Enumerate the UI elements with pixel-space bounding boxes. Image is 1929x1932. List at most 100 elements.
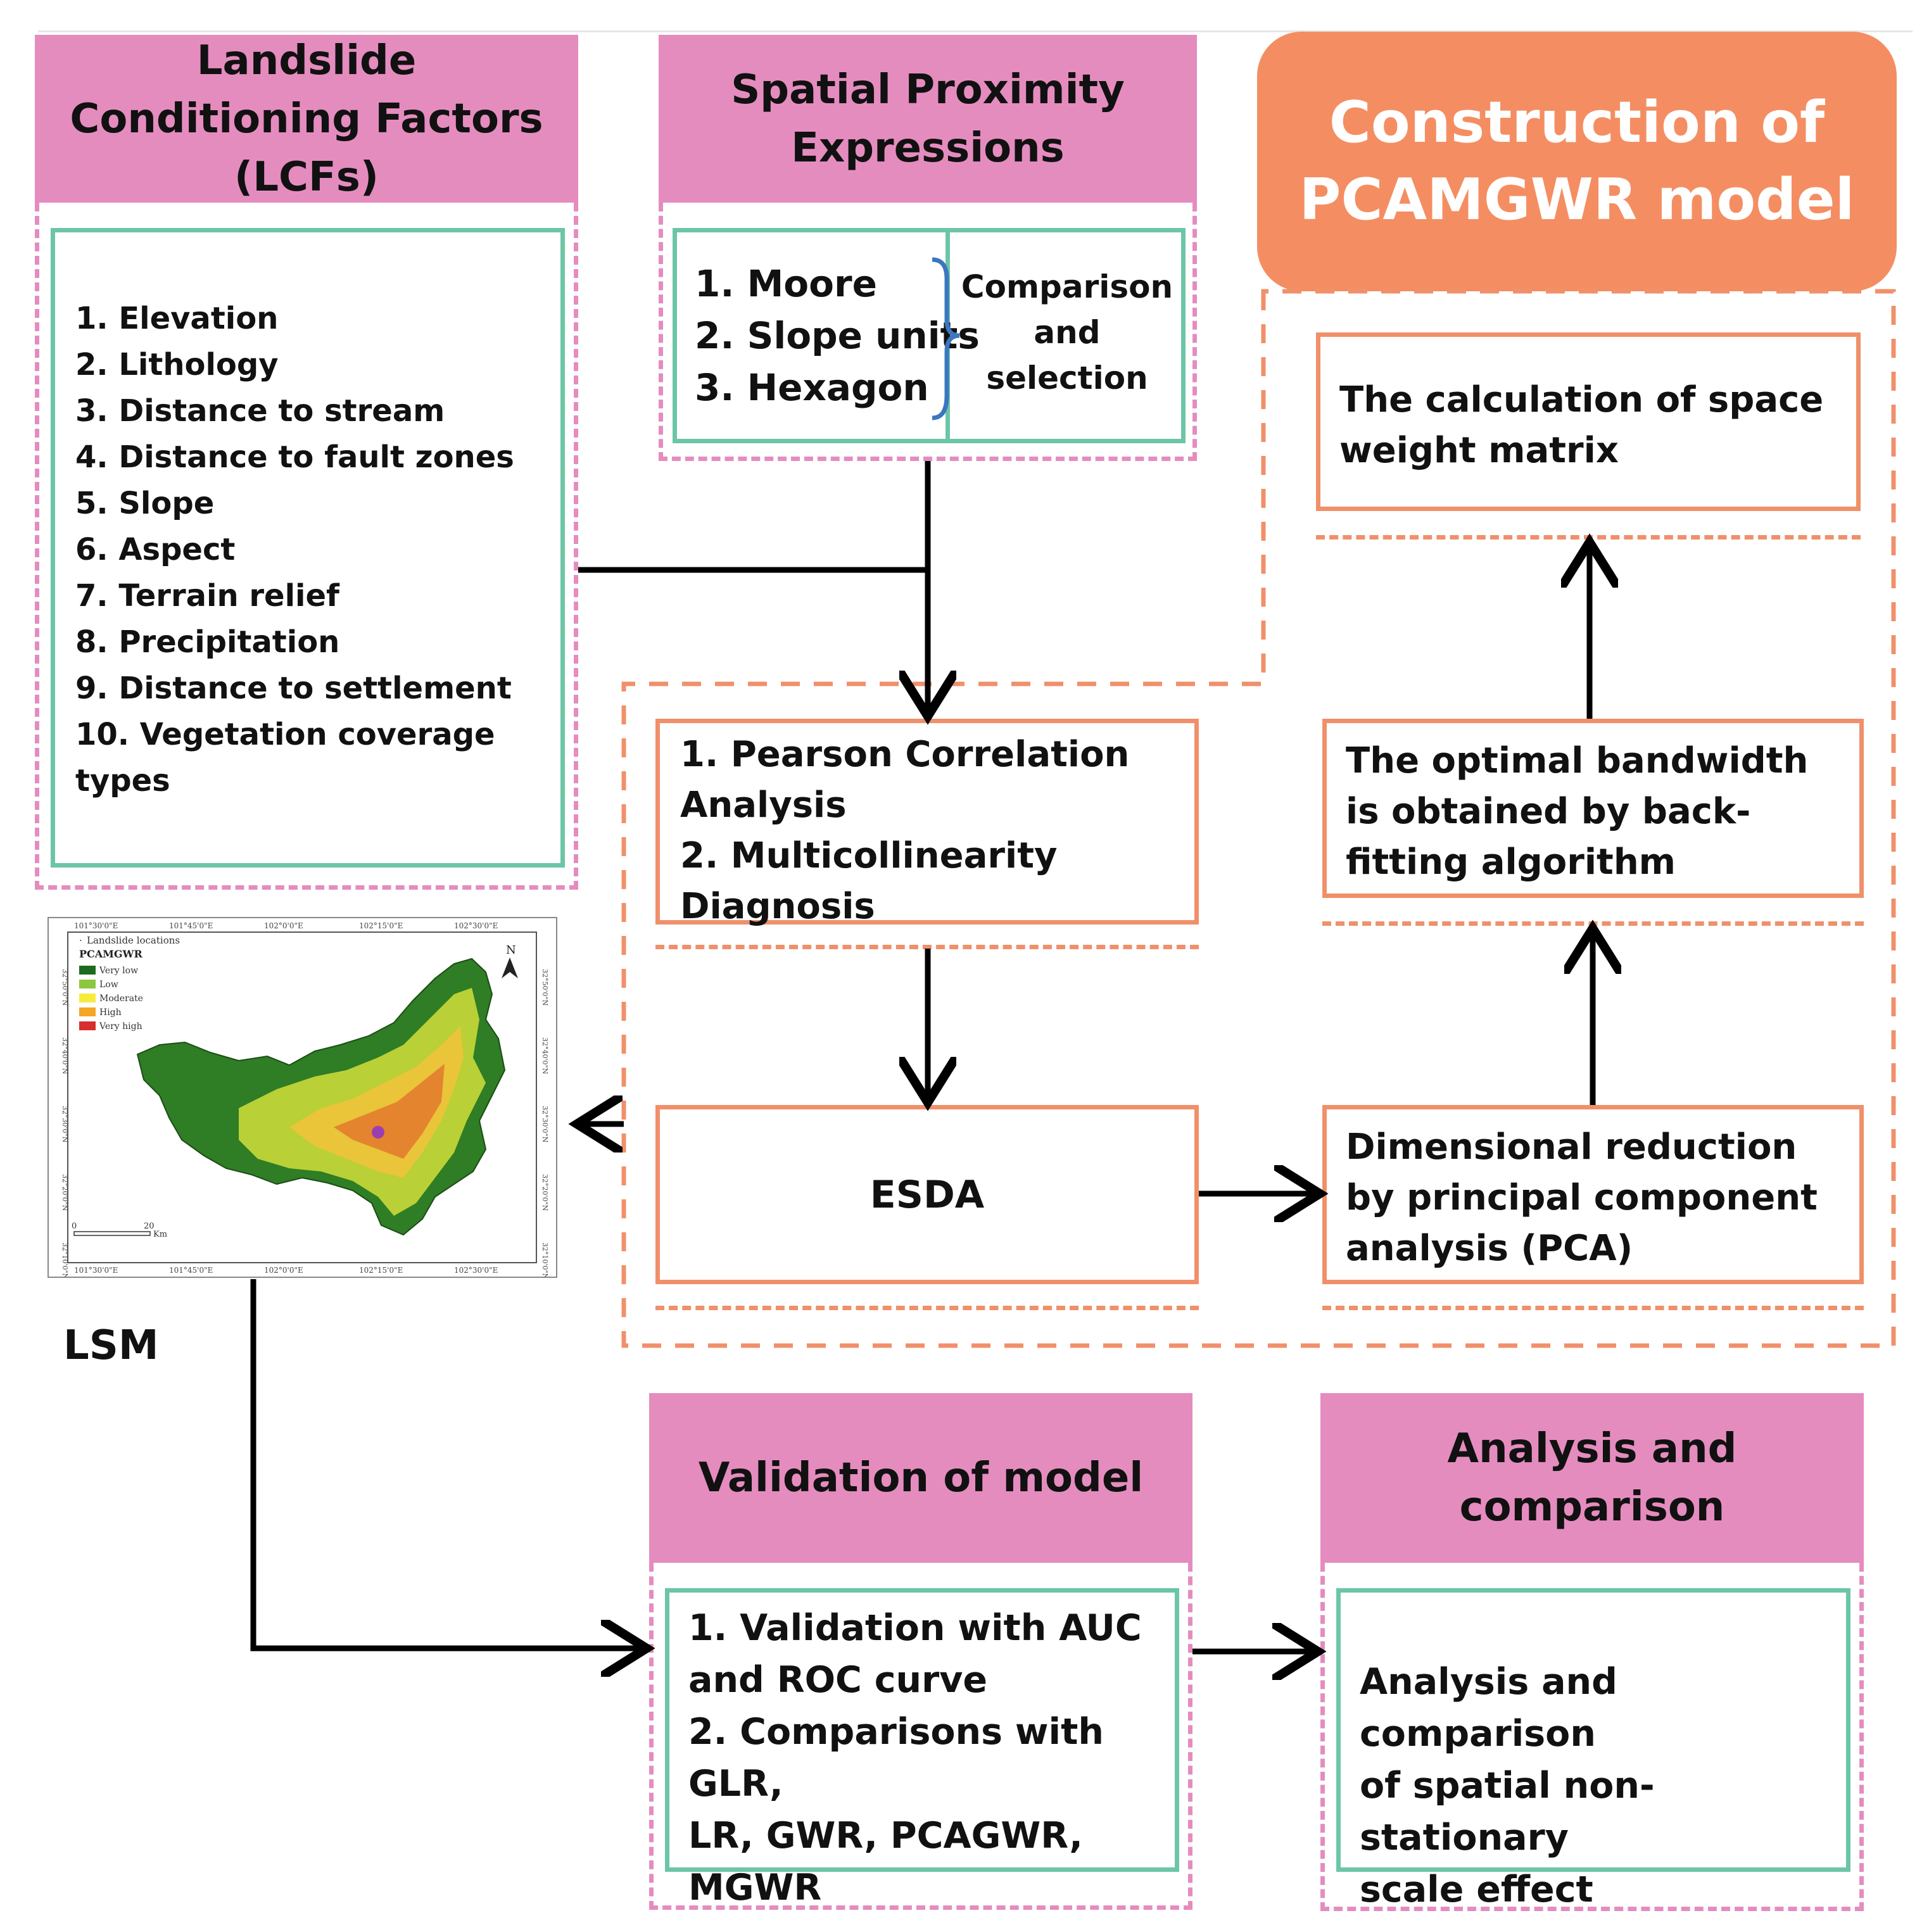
lcf-item: types [75, 763, 170, 799]
svg-text:·: · [79, 935, 82, 946]
bandwidth-box: The optimal bandwidth is obtained by bac… [1322, 719, 1864, 898]
lat-tick-label: 32°50'0"N [61, 969, 69, 1006]
legend-swatch [79, 994, 96, 1002]
lcf-item: 2. Lithology [75, 347, 279, 382]
lon-tick-label: 102°15'0"E [359, 921, 403, 930]
proximity-note-text: Comparison and selection [961, 268, 1173, 396]
lcf-dashed-frame [35, 203, 578, 890]
esda-text: ESDA [870, 1172, 985, 1217]
lat-tick-label: 32°20'0"N [541, 1174, 549, 1211]
lon-ticks-bottom: 101°30'0"E 101°45'0"E 102°0'0"E 102°15'0"E 1… [74, 1266, 498, 1275]
lat-tick-label: 32°10'0"N [541, 1242, 549, 1277]
lat-tick-label: 32°40'0"N [541, 1037, 549, 1075]
lat-ticks-right: 32°50'0"N 32°40'0"N 32°30'0"N 32°20'0"N 32°1… [541, 969, 549, 1280]
analysis-box: Analysis and comparison of spatial non-s… [1336, 1588, 1850, 1910]
lcf-list: 1. Elevation 2. Lithology 3. Distance to… [75, 296, 560, 804]
lon-tick-label: 102°0'0"E [264, 921, 303, 930]
lcf-item: 6. Aspect [75, 532, 236, 567]
map-to-validation-arrow [250, 1279, 641, 1648]
proximity-divider [946, 232, 950, 439]
construction-dashed-frame [621, 289, 1896, 1348]
lon-tick-label: 102°15'0"E [359, 1266, 403, 1275]
proximity-methods: 1. Moore 2. Slope units 3. Hexagon [695, 258, 980, 414]
lcf-header: Landslide Conditioning Factors (LCFs) [35, 35, 578, 203]
pearson-box: 1. Pearson Correlation Analysis 2. Multi… [655, 719, 1199, 927]
legend-swatch [79, 966, 96, 975]
lat-ticks-left: 32°50'0"N 32°40'0"N 32°30'0"N 32°20'0"N 32°1… [61, 969, 69, 1280]
space-weight-text: The calculation of space weight matrix [1339, 379, 1824, 471]
lcf-title: Landslide Conditioning Factors (LCFs) [70, 37, 543, 201]
proximity-note: Comparison and selection [953, 264, 1181, 401]
lon-tick-label: 102°30'0"E [454, 1266, 498, 1275]
lon-tick-label: 101°45'0"E [169, 1266, 213, 1275]
analysis-header: Analysis and comparison [1320, 1393, 1864, 1563]
space-weight-box: The calculation of space weight matrix [1316, 332, 1861, 511]
lcf-item: 9. Distance to settlement [75, 671, 512, 706]
validation-box: 1. Validation with AUC and ROC curve 2. … [665, 1588, 1179, 1909]
lat-tick-label: 32°10'0"N [61, 1242, 69, 1277]
lcf-item: 3. Distance to stream [75, 393, 445, 429]
legend-label: High [99, 1007, 122, 1018]
proximity-item: 1. Moore [695, 262, 877, 305]
lcf-item: 8. Precipitation [75, 624, 340, 660]
lcf-list-box: 1. Elevation 2. Lithology 3. Distance to… [51, 228, 565, 868]
validation-dashed-frame [649, 1563, 1192, 1910]
bandwidth-text: The optimal bandwidth is obtained by bac… [1346, 740, 1809, 883]
analysis-text: Analysis and comparison of spatial non-s… [1360, 1661, 1655, 1910]
proximity-box: 1. Moore 2. Slope units 3. Hexagon Compa… [673, 228, 1186, 443]
scale-bar [73, 1231, 151, 1236]
lat-tick-label: 32°50'0"N [541, 969, 549, 1006]
validation-header: Validation of model [649, 1393, 1192, 1563]
pca-text: Dimensional reduction by principal compo… [1346, 1127, 1818, 1269]
lsm-map-svg: · Landslide locations PCAMGWR Very lowLo… [61, 921, 549, 1280]
legend-label: Moderate [99, 994, 143, 1004]
map-legend-points: Landslide locations [87, 935, 180, 946]
lcf-item: 1. Elevation [75, 301, 279, 336]
lcf-item: 4. Distance to fault zones [75, 439, 514, 475]
map-north-label: N [506, 944, 516, 957]
lon-tick-label: 101°30'0"E [74, 1266, 118, 1275]
lat-tick-label: 32°30'0"N [541, 1106, 549, 1143]
scale-unit: Km [153, 1230, 167, 1239]
lcf-item: 7. Terrain relief [75, 578, 339, 614]
scale-start: 0 [72, 1222, 77, 1231]
legend-swatch [79, 1021, 96, 1030]
esda-dash [655, 1306, 1199, 1310]
legend-label: Low [99, 980, 118, 990]
lon-ticks-top: 101°30'0"E 101°45'0"E 102°0'0"E 102°15'0"E 1… [74, 921, 498, 930]
legend-swatch [79, 1007, 96, 1016]
lat-tick-label: 32°20'0"N [61, 1174, 69, 1211]
lon-tick-label: 102°30'0"E [454, 921, 498, 930]
proximity-header: Spatial Proximity Expressions [659, 35, 1197, 203]
lat-tick-label: 32°40'0"N [61, 1037, 69, 1075]
pca-dash [1322, 1306, 1864, 1310]
lcf-item: 5. Slope [75, 486, 215, 521]
lcf-item: 10. Vegetation coverage [75, 717, 495, 752]
analysis-dashed-frame [1320, 1563, 1864, 1911]
validation-title: Validation of model [698, 1455, 1144, 1501]
map-legend-title: PCAMGWR [79, 948, 143, 960]
lon-tick-label: 101°30'0"E [74, 921, 118, 930]
validation-text: 1. Validation with AUC and ROC curve 2. … [688, 1607, 1142, 1909]
scale-end: 20 [144, 1222, 155, 1231]
proximity-title: Spatial Proximity Expressions [731, 66, 1125, 172]
pca-box: Dimensional reduction by principal compo… [1322, 1105, 1864, 1284]
lon-tick-label: 102°0'0"E [264, 1266, 303, 1275]
proximity-dashed-frame [659, 203, 1197, 461]
proximity-item: 2. Slope units [695, 314, 980, 357]
construction-header: Construction of PCAMGWR model [1257, 32, 1897, 291]
lsm-caption: LSM [63, 1322, 159, 1369]
proximity-item: 3. Hexagon [695, 366, 929, 409]
top-rule [38, 30, 1913, 32]
legend-label: Very high [99, 1021, 142, 1032]
pearson-dash [655, 945, 1199, 949]
lon-tick-label: 101°45'0"E [169, 921, 213, 930]
legend-label: Very low [99, 966, 138, 976]
lat-tick-label: 32°30'0"N [61, 1106, 69, 1143]
proximity-bracket [932, 257, 960, 420]
legend-swatch [79, 980, 96, 988]
analysis-title: Analysis and comparison [1447, 1425, 1737, 1531]
